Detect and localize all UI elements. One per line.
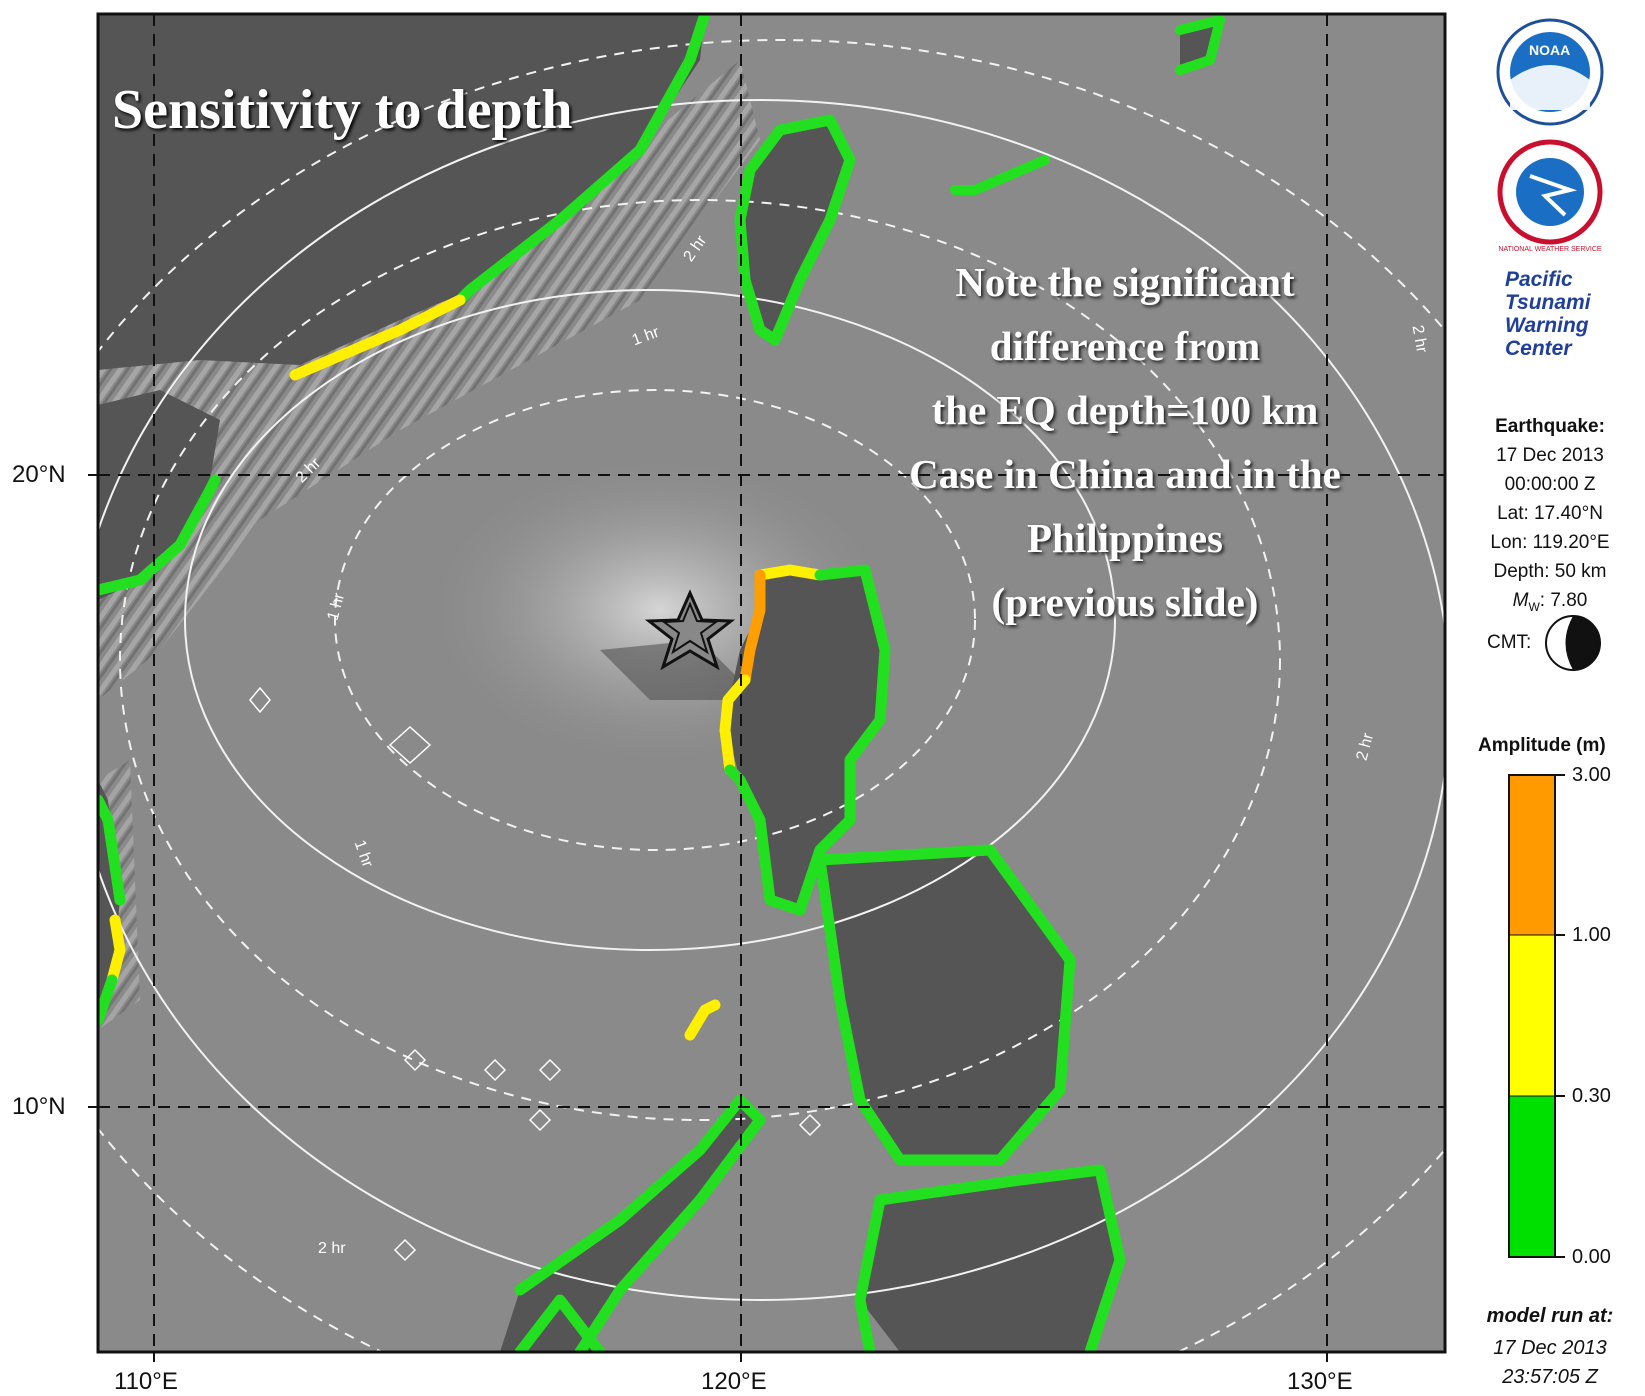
- land-taiwan: [740, 120, 850, 340]
- seamount-marker: [538, 1058, 562, 1082]
- eq-lat: Lat: 17.40°N: [1497, 503, 1603, 524]
- note-line: the EQ depth=100 km: [931, 387, 1319, 433]
- land-visayas: [820, 850, 1070, 1160]
- model-run-time: 23:57:05 Z: [1502, 1366, 1598, 1388]
- coast-green: [514, 1294, 606, 1352]
- note-line: (previous slide): [991, 579, 1259, 625]
- eq-time: 00:00:00 Z: [1504, 474, 1596, 495]
- x-tick-110e: 110°E: [114, 1368, 178, 1395]
- cmt-label: CMT:: [1487, 632, 1532, 653]
- contour-150min: [98, 39, 1445, 1352]
- cmt-beachball: [1545, 615, 1601, 671]
- land-borneo: [520, 1300, 600, 1352]
- epicenter-star: [644, 589, 736, 671]
- seamount-marker: [403, 1048, 427, 1072]
- coast-green: [734, 114, 856, 346]
- land-mindanao: [860, 1170, 1120, 1352]
- eq-magnitude: MW: 7.80: [1455, 590, 1645, 614]
- coast-green: [854, 1194, 886, 1352]
- seamount-marker: [483, 1058, 507, 1082]
- coast-green: [1175, 15, 1225, 75]
- epicenter-star-inner: [661, 601, 719, 655]
- coast-yellow: [719, 674, 751, 776]
- shelf-ripple-band: [98, 60, 760, 700]
- nws-logo: [1497, 139, 1603, 245]
- contour-label-2hr: 2 hr: [318, 1240, 346, 1257]
- coast-yellow: [754, 564, 826, 581]
- note-line: Case in China and in the: [909, 451, 1341, 497]
- x-tick-130e: 130°E: [1287, 1368, 1353, 1395]
- coast-yellow: [289, 294, 466, 381]
- nws-logo-text: NATIONAL WEATHER SERVICE: [1498, 246, 1602, 253]
- coast-green: [724, 564, 891, 916]
- coast-green: [874, 1164, 1126, 1352]
- eq-header: Earthquake:: [1495, 416, 1605, 437]
- coast-green: [98, 974, 118, 1026]
- mw-value: : 7.80: [1539, 590, 1588, 611]
- contour-30min: [334, 389, 976, 851]
- colorbar-green: [1508, 1095, 1556, 1258]
- coast-yellow: [106, 914, 126, 986]
- model-run-date: 17 Dec 2013: [1493, 1337, 1607, 1359]
- contour-1hr: [184, 289, 1116, 951]
- coast-green: [950, 155, 1050, 195]
- coast-green: [454, 14, 711, 306]
- colorbar-title: Amplitude (m): [1478, 735, 1606, 756]
- x-tick-120e: 120°E: [701, 1368, 767, 1395]
- colorbar-tick: 3.00: [1572, 764, 1611, 786]
- note-line: difference from: [989, 323, 1261, 369]
- eq-depth: Depth: 50 km: [1493, 561, 1607, 582]
- colorbar-tick: 0.30: [1572, 1085, 1611, 1107]
- seamount-marker: [249, 686, 271, 714]
- noaa-logo-text: NOAA: [1529, 42, 1571, 58]
- noaa-logo: [1496, 18, 1604, 126]
- note-line: Note the significant: [955, 259, 1295, 305]
- coast-green: [814, 844, 1076, 1166]
- colorbar-orange: [1508, 774, 1556, 936]
- eq-lon: Lon: 119.20°E: [1490, 532, 1610, 553]
- note-line: Philippines: [1027, 515, 1223, 561]
- seamount-marker: [393, 1238, 417, 1262]
- colorbar: [1508, 774, 1565, 1258]
- coast-green: [514, 1094, 766, 1352]
- mw-label: M: [1512, 590, 1529, 611]
- eq-date: 17 Dec 2013: [1496, 445, 1604, 466]
- source-shadow: [600, 640, 760, 700]
- coast-green: [98, 794, 126, 906]
- y-tick-10n: 10°N: [12, 1093, 66, 1120]
- ptwc-logo-text: Pacific Tsunami Warning Center: [1505, 268, 1591, 360]
- model-run-label: model run at:: [1486, 1305, 1614, 1327]
- land-china: [98, 14, 705, 370]
- annotation-note: Note the significant difference from the…: [825, 250, 1425, 634]
- coast-orange: [739, 569, 766, 686]
- seamount-marker: [388, 725, 432, 765]
- seamount-marker: [798, 1113, 822, 1137]
- mw-sub: W: [1528, 599, 1540, 614]
- colorbar-tick: 0.00: [1572, 1246, 1611, 1268]
- colorbar-tick: 1.00: [1572, 924, 1611, 946]
- land-palawan: [500, 1100, 760, 1352]
- contour-90min: [119, 199, 1281, 1121]
- y-tick-20n: 20°N: [12, 461, 66, 488]
- slide-title: Sensitivity to depth: [112, 79, 573, 141]
- contour-2hr: [98, 99, 1445, 1301]
- seamount-marker: [528, 1108, 552, 1132]
- coast-green: [98, 474, 221, 596]
- map-frame: [96, 12, 1447, 1354]
- coast-yellow: [684, 999, 721, 1041]
- colorbar-yellow: [1508, 934, 1556, 1097]
